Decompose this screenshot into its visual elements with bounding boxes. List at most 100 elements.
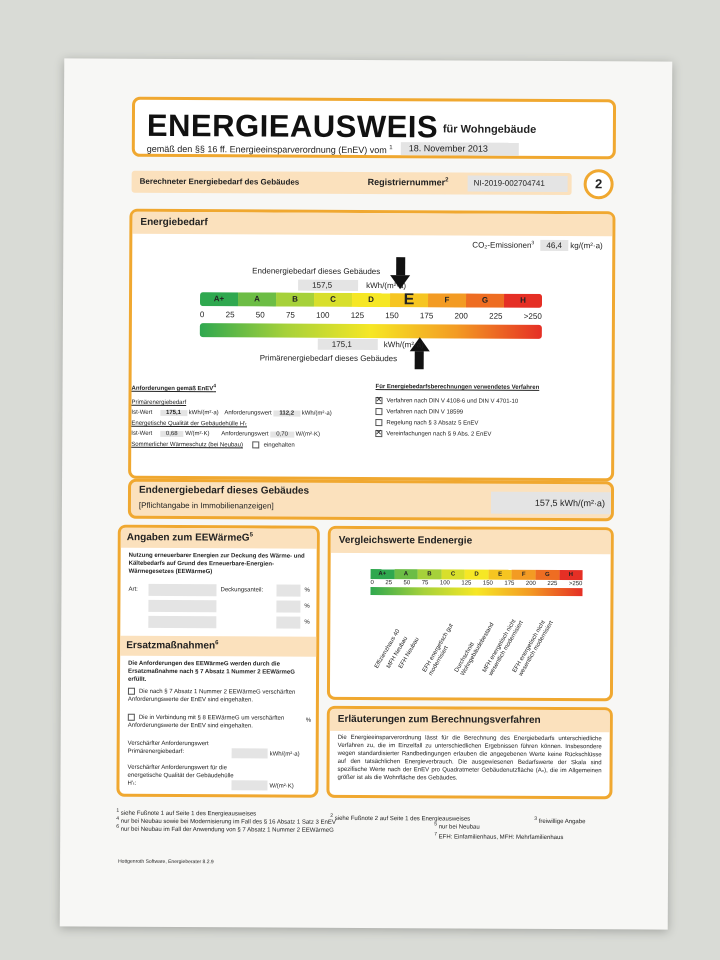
footnote-2-num: 2 (330, 812, 334, 819)
prim-label: Primärenergiebedarf dieses Gebäudes (259, 353, 398, 364)
verfahren-section: Für Energiebedarfsberechnungen verwendet… (375, 383, 611, 440)
energy-class-A: A (237, 292, 277, 307)
energy-class-F: F (511, 569, 536, 580)
ersatz-v2-label: Verschärfter Anforderungswert für die en… (127, 764, 234, 787)
eew-art-label: Art: (128, 586, 138, 593)
verfahren-checkbox[interactable] (375, 430, 383, 438)
ersatz-opt1-checkbox[interactable] (127, 687, 135, 695)
band-label: Berechneter Energiebedarf des Gebäudes (139, 176, 300, 187)
anf-label: Anforderungswert (224, 410, 272, 417)
tick-label: 150 (482, 580, 493, 587)
ist-unit: kWh/(m²·a) (188, 410, 219, 417)
ist-label: Ist-Wert (131, 409, 153, 416)
tick-label: 125 (461, 580, 472, 587)
prim-unit: kWh/(m²·a) (383, 340, 424, 350)
energy-class-E: E (389, 292, 429, 308)
tick-label: 200 (525, 580, 536, 587)
verfahren-label: Verfahren nach DIN V 4108-6 und DIN V 47… (386, 398, 519, 405)
endbox-sub: [Pflichtangabe in Immobilienanzeigen] (138, 500, 274, 511)
tick-label: 225 (489, 311, 503, 321)
ht-anf-label: Anforderungswert (221, 431, 269, 438)
erl-title: Erläuterungen zum Berechnungsverfahren (337, 713, 541, 726)
verfahren-checkbox[interactable] (375, 419, 383, 427)
erl-header: Erläuterungen zum Berechnungsverfahren (329, 708, 610, 733)
ht-anf-unit: W/(m²·K) (295, 431, 320, 438)
energy-class-D: D (351, 292, 391, 308)
tick-label: 100 (439, 580, 450, 587)
co2-unit: kg/(m²·a) (570, 241, 603, 251)
eew-deck-label: Deckungsanteil: (220, 587, 264, 594)
eew-deck-field-1[interactable] (276, 584, 301, 597)
ersatz-opt2-label: Die in Verbindung mit § 8 EEWärmeG um ve… (127, 714, 285, 730)
verfahren-item: Verfahren nach DIN V 4108-6 und DIN V 47… (375, 397, 611, 406)
energy-gradient-bar (199, 323, 542, 339)
energiebedarf-header: Energiebedarf (132, 211, 613, 237)
energy-class-G: G (465, 293, 505, 308)
eew-art-field-2[interactable] (148, 599, 217, 613)
end-label: Endenergiebedarf dieses Gebäudes (252, 266, 381, 277)
energiebedarf-box: Energiebedarf CO₂-Emissionen3 46,4 kg/(m… (128, 208, 616, 482)
footnote-3-num: 3 (534, 815, 538, 822)
footnote-5-num: 5 (434, 821, 438, 828)
tick-label: 25 (225, 310, 235, 320)
eew-pct-2: % (304, 603, 310, 610)
ersatz-title: Ersatzmaßnahmen (126, 640, 216, 652)
eew-desc: Nutzung erneuerbarer Energien zur Deckun… (128, 552, 305, 576)
eew-deck-field-3[interactable] (276, 616, 301, 629)
footnote-3-text: freiwillige Angabe (538, 818, 586, 826)
registry-number: NI-2019-002704741 (467, 175, 568, 193)
co2-row: CO₂-Emissionen3 46,4 kg/(m²·a) (472, 239, 603, 252)
ht-head: Energetische Qualität der Gebäudehülle H… (131, 420, 248, 428)
energy-class-H: H (503, 293, 543, 308)
energy-class-E: E (488, 569, 512, 580)
verfahren-checkbox[interactable] (375, 397, 383, 405)
subtitle-text: gemäß den §§ 16 ff. Energieeinsparverord… (146, 143, 387, 156)
ersatz-v1-field[interactable] (231, 748, 268, 759)
registry-label-text: Registriernummer (367, 177, 446, 188)
footnote-3: 3 freiwillige Angabe (534, 815, 585, 826)
verfahren-item: Regelung nach § 3 Absatz 5 EnEV (375, 419, 611, 428)
ersatz-footnote: 6 (215, 640, 219, 647)
eew-footnote: 5 (249, 532, 253, 539)
prim-row: Ist-Wert 175,1 kWh/(m²·a) Anforderungswe… (131, 409, 361, 418)
energy-certificate-page: ENERGIEAUSWEIS für Wohngebäude gemäß den… (59, 58, 673, 930)
footnote-4-num: 4 (116, 815, 120, 822)
energiebedarf-title: Energiebedarf (140, 216, 208, 229)
footnote-6: 6 nur bei Neubau im Fall der Anwendung v… (116, 823, 334, 835)
verfahren-checkbox[interactable] (375, 408, 383, 416)
endenergie-box: Endenergiebedarf dieses Gebäudes [Pflich… (127, 478, 615, 522)
eewaermeg-box: Angaben zum EEWärmeG5 Nutzung erneuerbar… (116, 524, 320, 798)
energy-class-B: B (275, 292, 315, 307)
ersatz-v2-field[interactable] (231, 780, 268, 791)
energy-class-C: C (313, 292, 353, 307)
ersatz-opt2-checkbox[interactable] (127, 713, 135, 721)
tick-label: 175 (419, 311, 434, 321)
page-title: ENERGIEAUSWEIS (146, 107, 439, 145)
prim-head: Primärenergiebedarf (131, 399, 187, 407)
ersatz-v1-label: Verschärfter Anforderungswert Primärener… (127, 740, 209, 756)
verfahren-title: Für Energiebedarfsberechnungen verwendet… (375, 384, 540, 391)
eew-art-field-3[interactable] (148, 615, 217, 629)
tick-label: 0 (370, 580, 374, 587)
verfahren-item: Vereinfachungen nach § 9 Abs. 2 EnEV (375, 430, 611, 439)
ersatz-desc: Die Anforderungen des EEWärmeG werden du… (128, 660, 295, 683)
vgl-title: Vergleichswerte Endenergie (338, 534, 473, 547)
tick-label: 225 (547, 580, 558, 588)
energy-class-B: B (417, 569, 442, 580)
eew-art-field-1[interactable] (148, 583, 217, 597)
end-value: 157,5 (298, 279, 359, 291)
verfahren-label: Verfahren nach DIN V 18599 (386, 409, 464, 416)
eew-deck-field-2[interactable] (276, 600, 301, 613)
end-arrow-icon (390, 257, 411, 290)
sommer-checkbox[interactable] (252, 441, 260, 449)
energy-class-Aplus: A+ (199, 292, 239, 307)
sommer-eingehalten: eingehalten (263, 442, 295, 449)
tick-label: 75 (285, 310, 295, 320)
erlaeuterungen-box: Erläuterungen zum Berechnungsverfahren D… (326, 705, 613, 800)
anforderungen-title: Anforderungen gemäß EnEV4 (132, 382, 362, 394)
footnote-7-num: 7 (434, 831, 438, 838)
